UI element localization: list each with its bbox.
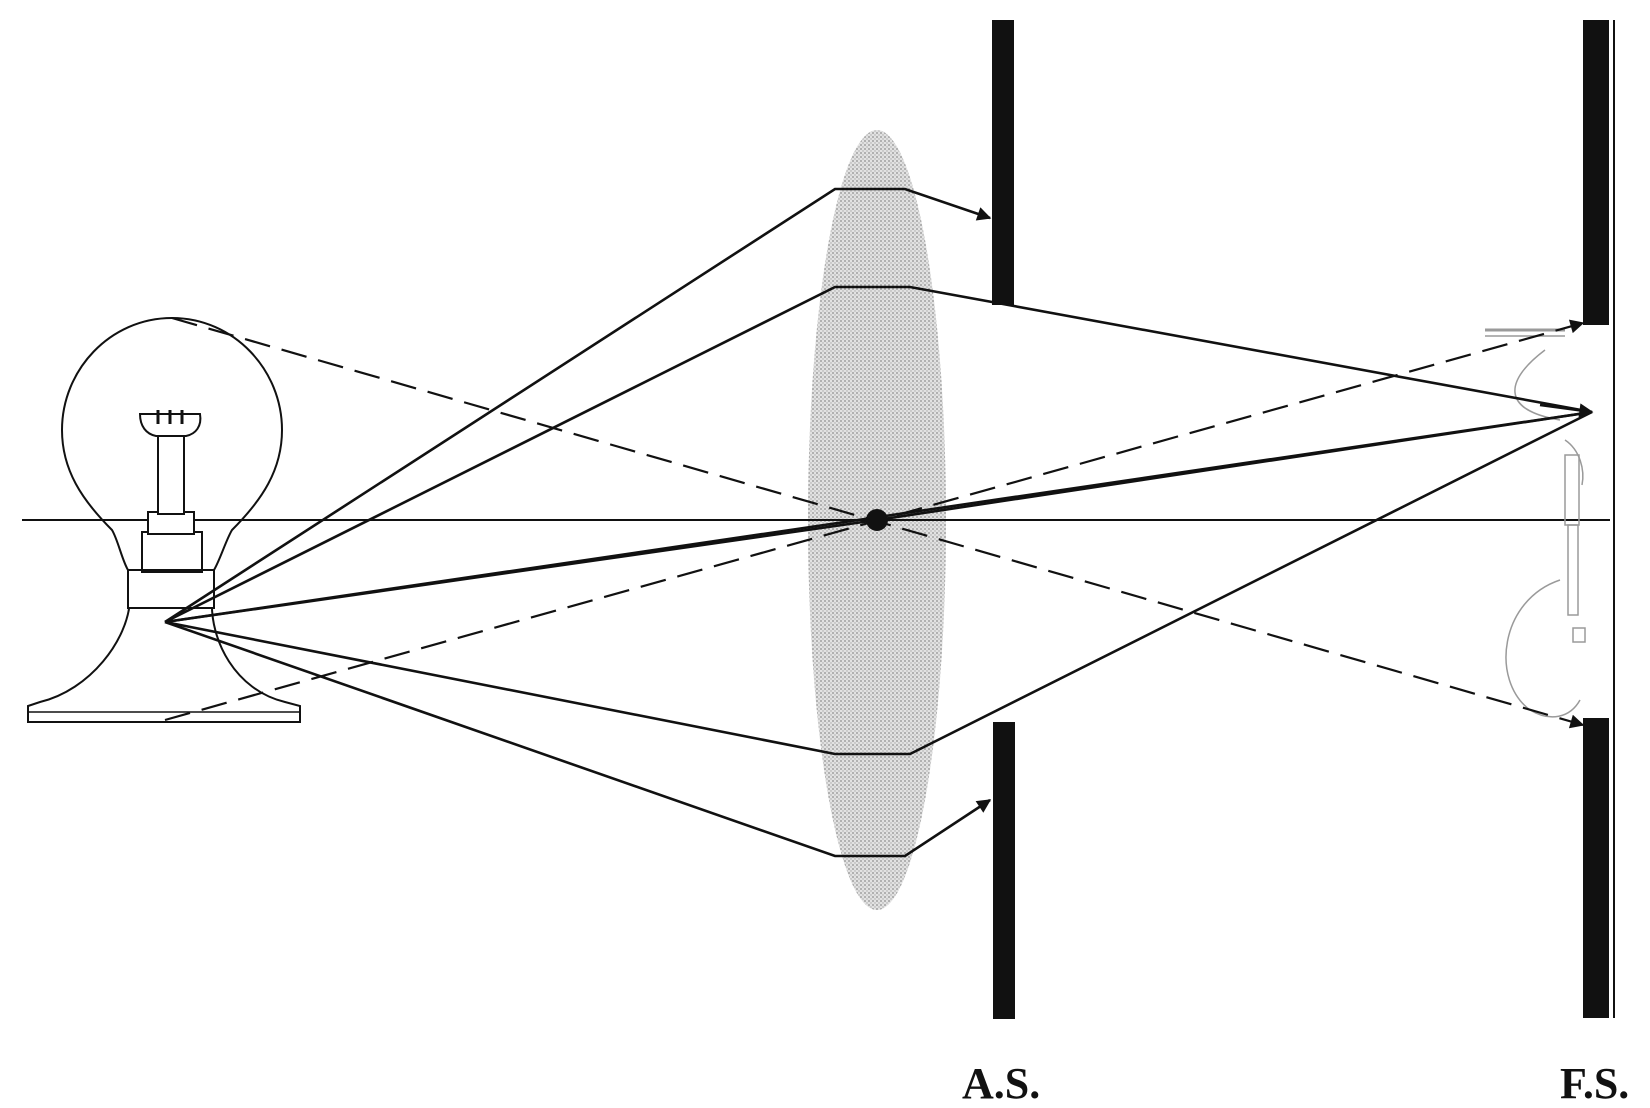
aperture-stop-upper <box>992 20 1014 305</box>
image-point-arrow <box>1539 403 1594 418</box>
light-bulb-icon <box>27 316 301 723</box>
field-stop-lower <box>1583 718 1609 1018</box>
aperture-stop <box>992 20 1015 1019</box>
ray-upper-blocked <box>164 187 992 624</box>
aperture-stop-label: A.S. <box>962 1059 1041 1108</box>
aperture-stop-lower <box>993 722 1015 1019</box>
inverted-bulb-image-icon <box>1485 328 1586 718</box>
field-stop-upper <box>1583 20 1609 325</box>
ray-upper-passing <box>164 285 1593 624</box>
ray-lower-blocked <box>164 620 992 858</box>
field-stop-label: F.S. <box>1560 1059 1630 1108</box>
marginal-rays <box>164 187 1594 858</box>
field-stop <box>1583 20 1615 1018</box>
ray-lower-passing <box>164 410 1593 756</box>
lens-center-point <box>866 509 888 531</box>
